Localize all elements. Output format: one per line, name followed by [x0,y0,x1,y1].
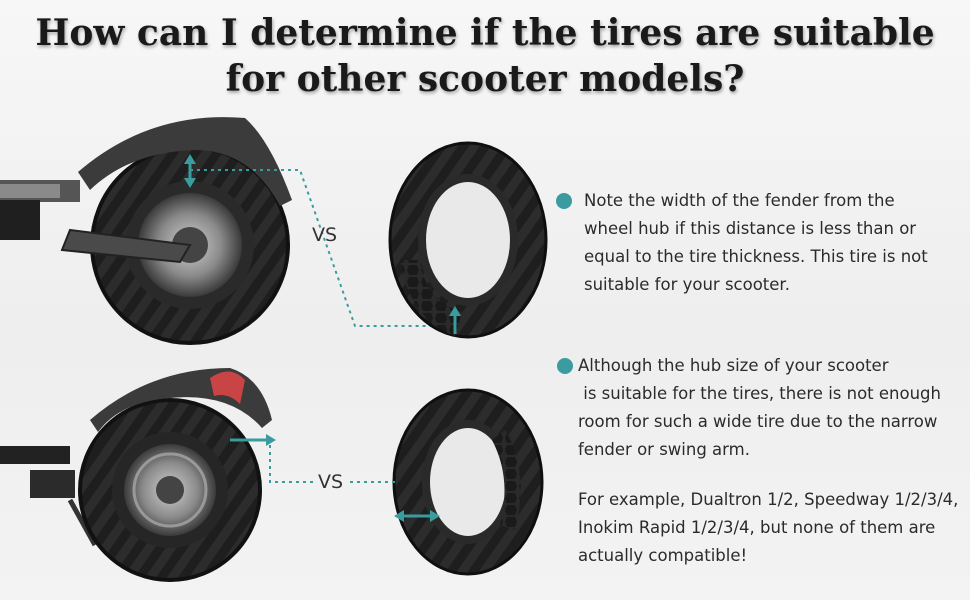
example-line: For example, Dualtron 1/2, Speedway 1/2/… [578,490,959,509]
bottom-width-arrow [394,510,440,522]
page-title: How can I determine if the tires are sui… [0,10,970,102]
note-1-line: suitable for your scooter. [584,275,790,294]
note-1: Note the width of the fender from the wh… [584,187,928,299]
bottom-gap-arrow [230,434,276,446]
bottom-dotted-connector [269,445,315,483]
top-scooter-wheel [0,117,292,345]
bullet-dot-1 [556,193,572,209]
bullet-dot-2 [557,358,573,374]
note-2: Although the hub size of your scooter is… [578,352,941,464]
example-line: actually compatible! [578,546,748,565]
top-tire [388,141,548,339]
note-1-line: equal to the tire thickness. This tire i… [584,247,928,266]
title-line-2: for other scooter models? [225,58,745,100]
note-1-line: Note the width of the fender from the [584,191,895,210]
vs-label-top: VS [312,224,338,246]
note-1-line: wheel hub if this distance is less than … [584,219,917,238]
note-2-line: room for such a wide tire due to the nar… [578,412,938,431]
bottom-scooter-wheel [0,368,272,582]
bottom-tire [392,388,544,576]
example-note: For example, Dualtron 1/2, Speedway 1/2/… [578,486,958,570]
top-gap-arrow [184,154,196,188]
vs-label-bottom: VS [318,471,344,493]
note-2-line: fender or swing arm. [578,440,750,459]
note-2-line: is suitable for the tires, there is not … [578,384,941,403]
note-2-line: Although the hub size of your scooter [578,356,889,375]
example-line: Inokim Rapid 1/2/3/4, but none of them a… [578,518,936,537]
title-line-1: How can I determine if the tires are sui… [35,12,935,54]
